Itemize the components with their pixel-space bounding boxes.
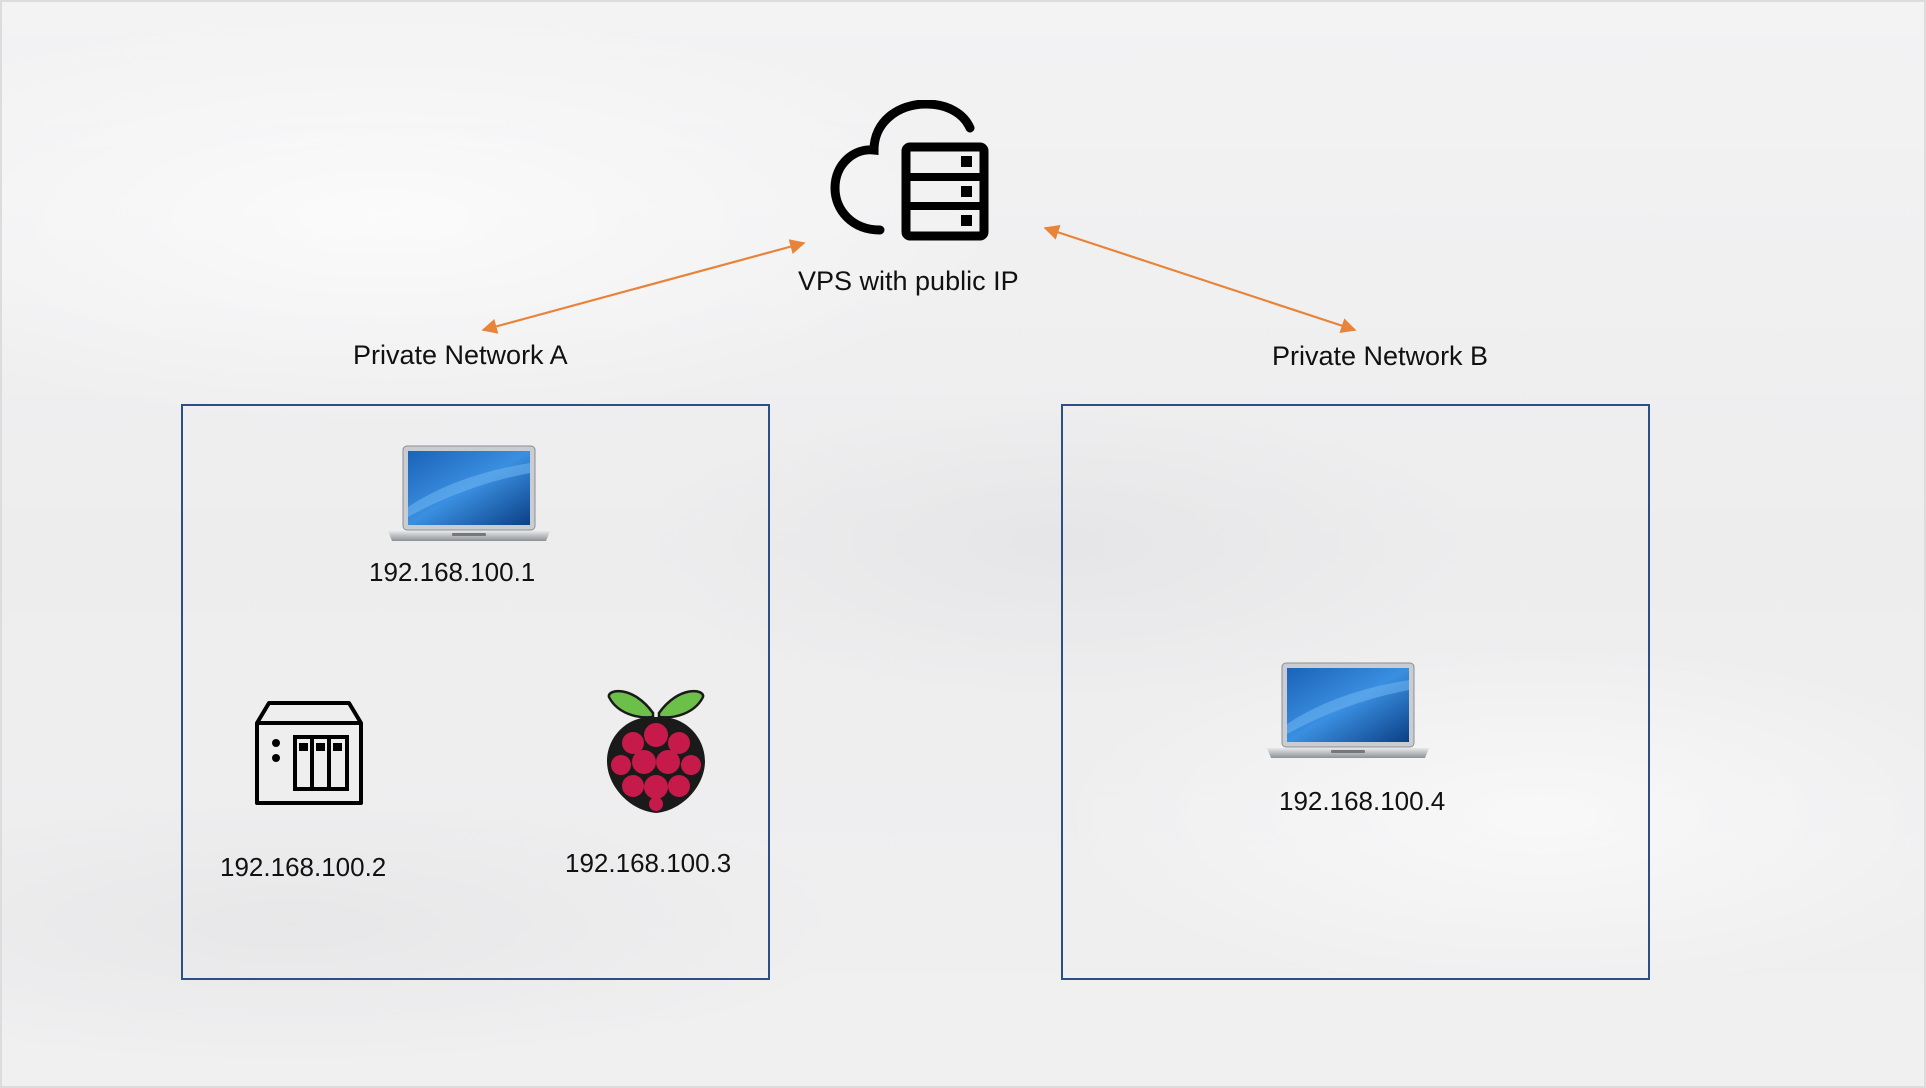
- device-ip-label: 192.168.100.4: [1279, 786, 1446, 816]
- device-ip-label: 192.168.100.2: [220, 852, 387, 882]
- device-ip-label: 192.168.100.1: [369, 557, 536, 587]
- network-a-label: Private Network A: [353, 340, 568, 370]
- nas-icon: [253, 699, 365, 809]
- laptop-icon: [1265, 662, 1431, 762]
- raspberry-pi-icon: [603, 683, 709, 815]
- cloud-server-icon: [830, 99, 990, 242]
- network-a-box: [181, 404, 770, 980]
- arrow-vps-network-b: [1043, 225, 1357, 333]
- arrow-vps-network-a: [481, 239, 806, 334]
- laptop-icon: [386, 445, 552, 545]
- vps-label: VPS with public IP: [798, 266, 1019, 296]
- network-b-box: [1061, 404, 1650, 980]
- device-ip-label: 192.168.100.3: [565, 848, 732, 878]
- network-b-label: Private Network B: [1272, 341, 1489, 371]
